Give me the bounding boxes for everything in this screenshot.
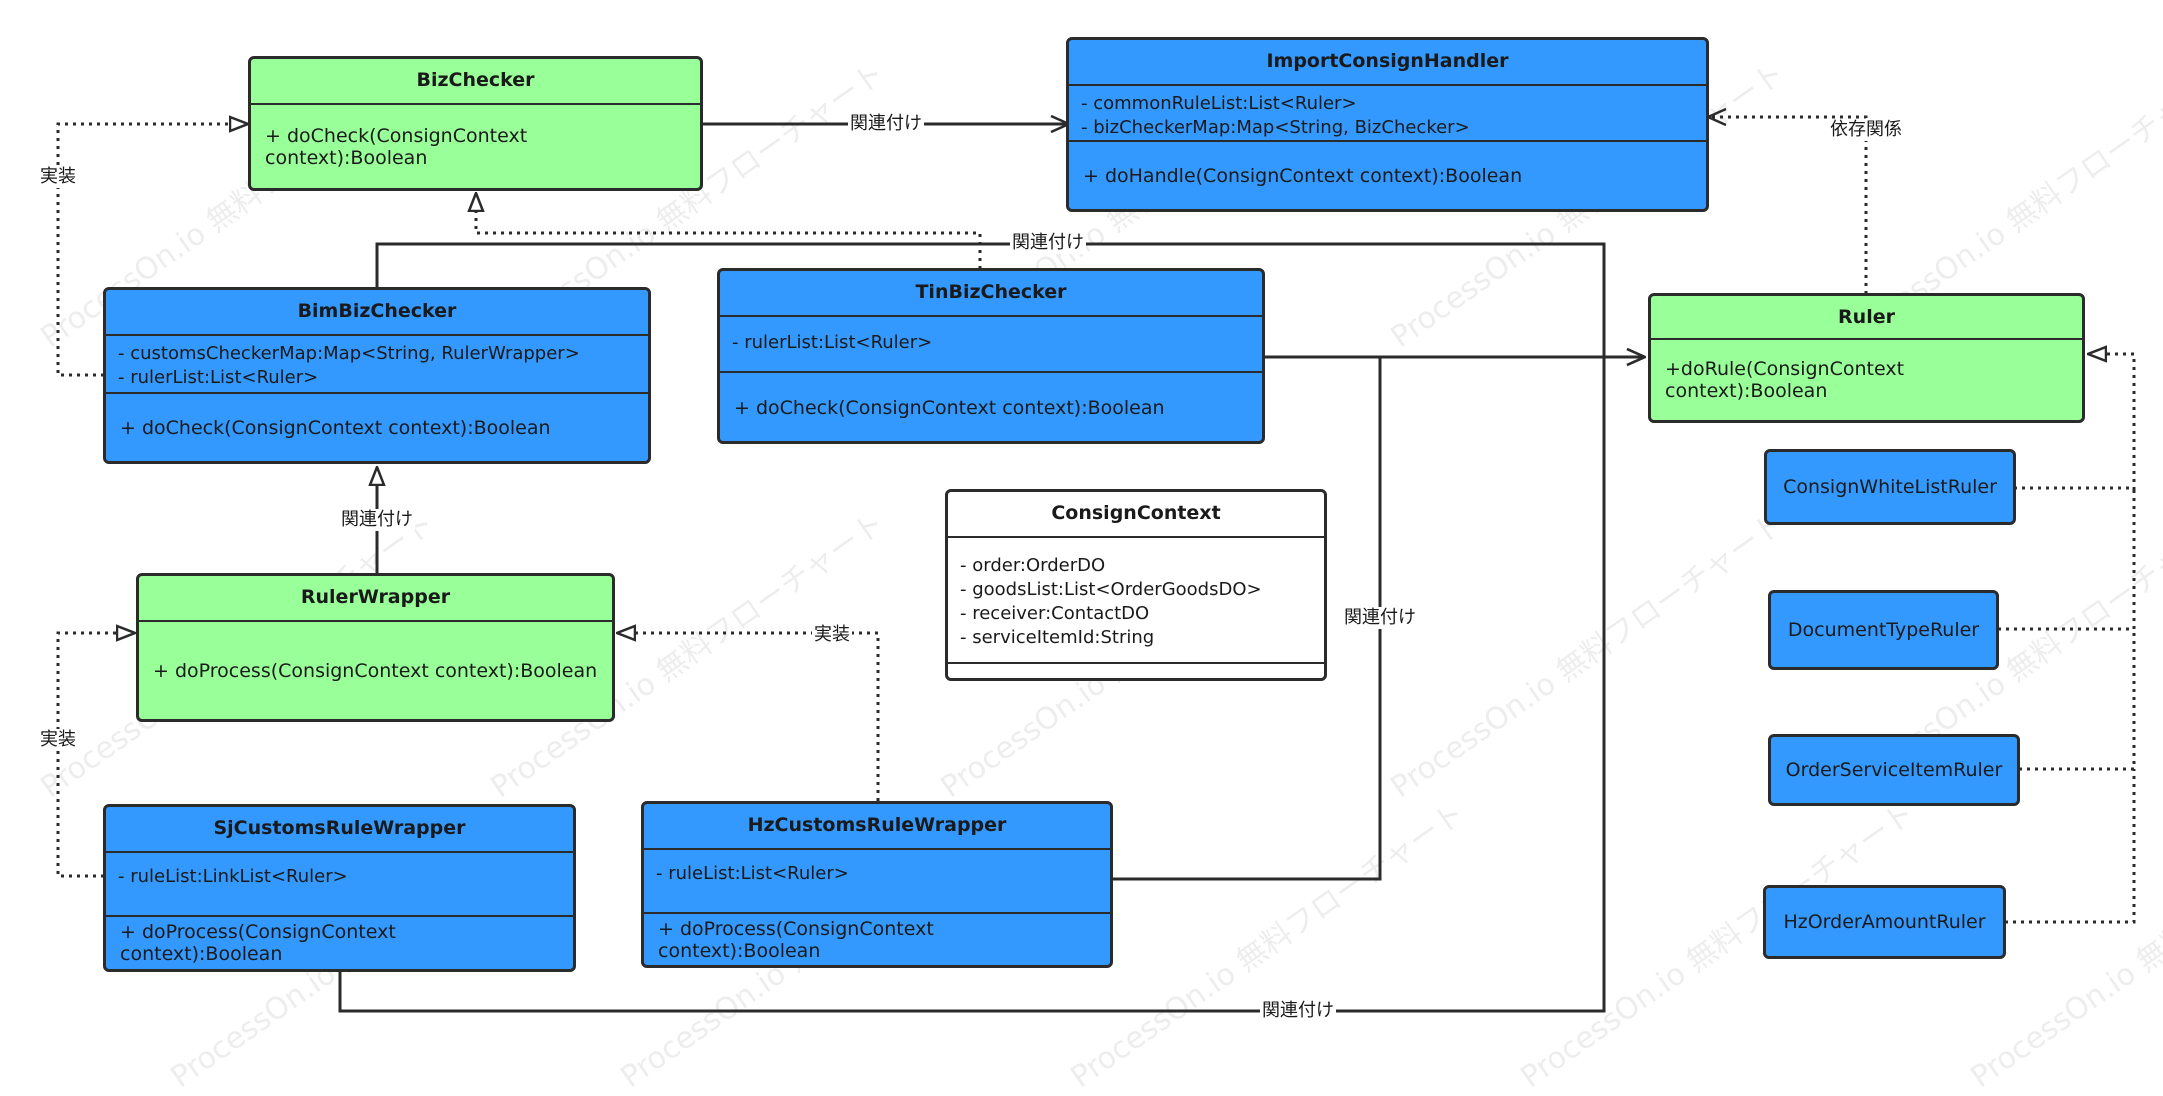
class-hzcustomsrulewrapper[interactable]: HzCustomsRuleWrapper - ruleList:List<Rul… (641, 801, 1113, 968)
label-assoc-bizchecker-handler: 関連付け (848, 113, 924, 135)
class-title: ConsignContext (948, 492, 1324, 538)
class-title: ImportConsignHandler (1069, 40, 1706, 86)
assoc-hz-ruler (1113, 357, 1382, 881)
class-operation: + doProcess(ConsignContext context):Bool… (153, 660, 598, 682)
class-attributes: - ruleList:List<Ruler> (644, 850, 1110, 914)
class-tinbizchecker[interactable]: TinBizChecker - rulerList:List<Ruler> + … (717, 268, 1265, 444)
impl-bim-bizchecker (56, 124, 248, 377)
impl-rulers-ruler (2088, 354, 2136, 490)
impl-hzorderamount (2005, 769, 2136, 924)
impl-documenttype (1998, 488, 2136, 631)
connector-layer (56, 0, 2136, 1013)
class-attributes: - ruleList:LinkList<Ruler> (106, 853, 573, 917)
class-operation: + doCheck(ConsignContext context):Boolea… (265, 125, 528, 169)
impl-hz-wrapper (617, 633, 880, 801)
label-assoc-hz-ruler: 関連付け (1342, 607, 1418, 629)
class-sjcustomsrulewrapper[interactable]: SjCustomsRuleWrapper - ruleList:LinkList… (103, 804, 576, 972)
class-importconsignhandler[interactable]: ImportConsignHandler - commonRuleList:Li… (1066, 37, 1709, 212)
label-assoc-wrapper-bim: 関連付け (339, 509, 415, 531)
class-operation: + doProcess(ConsignContext context):Bool… (658, 918, 934, 962)
class-attribute: - goodsList:List<OrderGoodsDO> (960, 579, 1262, 600)
class-hzorderamountruler[interactable]: HzOrderAmountRuler (1763, 885, 2006, 959)
impl-orderserviceitem (2019, 629, 2136, 771)
class-title: SjCustomsRuleWrapper (106, 807, 573, 853)
class-title: BizChecker (251, 59, 700, 105)
assoc-sj-ruler (338, 357, 1606, 1013)
class-attributes: - order:OrderDO - goodsList:List<OrderGo… (948, 538, 1324, 664)
dep-ruler-handler (1708, 117, 1868, 294)
class-operation: + doHandle(ConsignContext context):Boole… (1083, 165, 1523, 187)
class-documenttyperuler[interactable]: DocumentTypeRuler (1768, 590, 1999, 670)
class-attribute: - commonRuleList:List<Ruler> (1081, 93, 1357, 114)
class-attribute: - rulerList:List<Ruler> (732, 332, 933, 353)
class-title: RulerWrapper (139, 576, 612, 622)
class-operation: + doCheck(ConsignContext context):Boolea… (120, 417, 551, 439)
class-title: Ruler (1651, 296, 2082, 340)
class-bizchecker[interactable]: BizChecker + doCheck(ConsignContext cont… (248, 56, 703, 191)
label-impl-bim: 実装 (38, 166, 78, 188)
class-attribute: - ruleList:LinkList<Ruler> (118, 866, 348, 887)
class-consigncontext[interactable]: ConsignContext - order:OrderDO - goodsLi… (945, 489, 1327, 681)
class-operation: + doProcess(ConsignContext context):Bool… (120, 921, 396, 965)
class-bimbizchecker[interactable]: BimBizChecker - customsCheckerMap:Map<St… (103, 287, 651, 464)
class-title: BimBizChecker (106, 290, 648, 336)
label-impl-sj: 実装 (38, 729, 78, 751)
class-attribute: - bizCheckerMap:Map<String, BizChecker> (1081, 117, 1470, 138)
class-attribute: - ruleList:List<Ruler> (656, 863, 849, 884)
label-assoc-bim-ruler: 関連付け (1010, 232, 1086, 254)
label-impl-hz: 実装 (812, 624, 852, 646)
label-dep-ruler-handler: 依存関係 (1828, 119, 1904, 141)
class-attribute: - order:OrderDO (960, 555, 1106, 576)
class-title: TinBizChecker (720, 271, 1262, 317)
class-attribute: - serviceItemId:String (960, 627, 1155, 648)
class-attribute: - receiver:ContactDO (960, 603, 1150, 624)
class-attribute: - customsCheckerMap:Map<String, RulerWra… (118, 343, 580, 364)
class-consignwhitelistruler[interactable]: ConsignWhiteListRuler (1764, 449, 2016, 525)
class-operation: +doRule(ConsignContext context):Boolean (1665, 358, 1905, 402)
class-attributes: - commonRuleList:List<Ruler> - bizChecke… (1069, 86, 1706, 142)
label-assoc-sj-ruler: 関連付け (1260, 1000, 1336, 1022)
class-operation: + doCheck(ConsignContext context):Boolea… (734, 396, 1165, 419)
class-title: HzCustomsRuleWrapper (644, 804, 1110, 850)
impl-tin-bizchecker (476, 193, 982, 269)
class-ruler[interactable]: Ruler +doRule(ConsignContext context):Bo… (1648, 293, 2085, 423)
class-attributes: - customsCheckerMap:Map<String, RulerWra… (106, 336, 648, 394)
class-rulerwrapper[interactable]: RulerWrapper + doProcess(ConsignContext … (136, 573, 615, 722)
class-orderserviceitemruler[interactable]: OrderServiceItemRuler (1768, 734, 2020, 806)
class-attribute: - rulerList:List<Ruler> (118, 367, 319, 388)
class-attributes: - rulerList:List<Ruler> (720, 317, 1262, 373)
